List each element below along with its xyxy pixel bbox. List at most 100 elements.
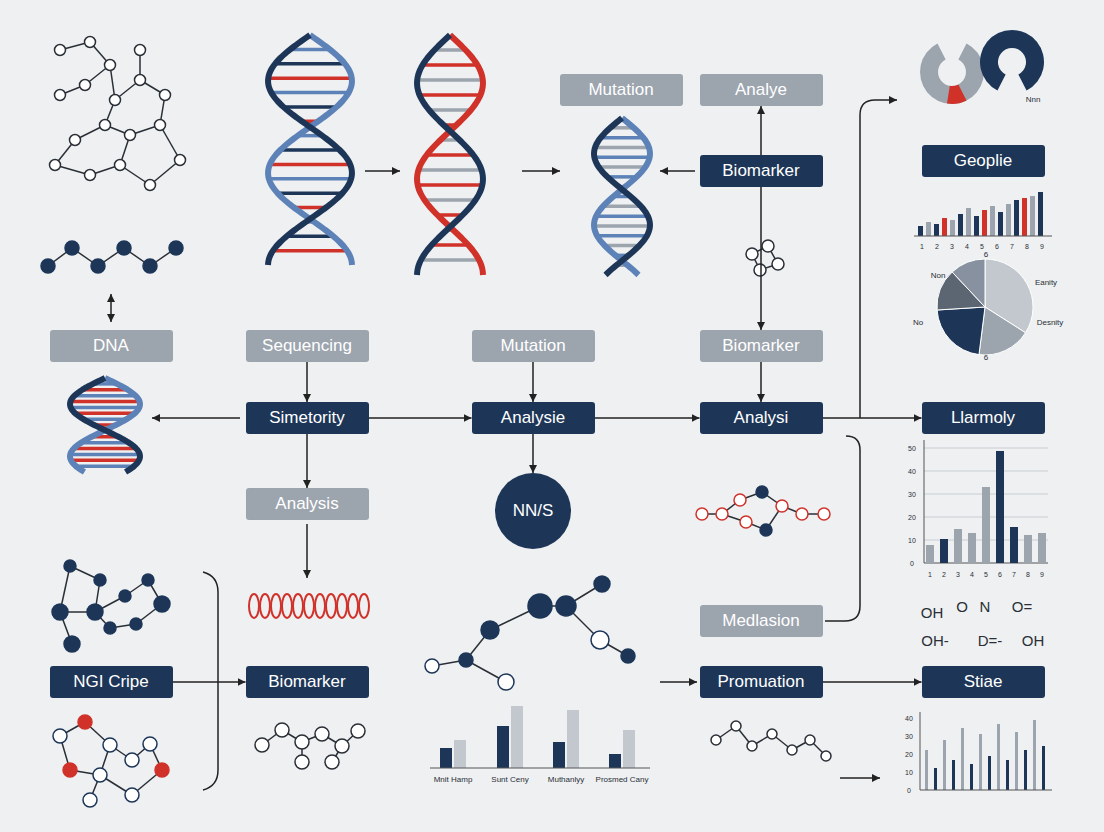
- illustration-group: [41, 30, 1052, 807]
- chart-label: No: [913, 319, 923, 327]
- bar-chart: [926, 451, 1046, 563]
- process-box: NGI Cripe: [50, 666, 173, 698]
- atom: [85, 37, 96, 48]
- bar: [553, 742, 565, 768]
- atom: [110, 95, 121, 106]
- base-pair: [594, 224, 650, 228]
- atom: [696, 508, 708, 520]
- base-pair: [429, 108, 471, 112]
- node-text: Biomarker: [722, 336, 799, 356]
- bar: [950, 220, 955, 236]
- atom: [85, 170, 96, 181]
- molecule: [696, 486, 830, 536]
- step-label: DNA: [50, 330, 173, 362]
- base-pair: [421, 258, 479, 262]
- atom: [104, 622, 116, 634]
- base-pair: [599, 165, 646, 169]
- bar: [979, 734, 982, 790]
- process-box: Promuation: [700, 666, 823, 698]
- bar: [940, 539, 948, 563]
- atom: [740, 516, 752, 528]
- axis: [924, 440, 925, 563]
- bar: [954, 529, 962, 563]
- bar: [1015, 732, 1018, 790]
- node-text: NN/S: [513, 501, 554, 521]
- bar: [982, 210, 987, 236]
- chart-label: 3: [956, 571, 960, 578]
- arrow: [522, 170, 560, 172]
- pie-chart: [937, 259, 1033, 355]
- atom: [821, 751, 831, 761]
- atom: [805, 735, 815, 745]
- atom: [772, 258, 784, 270]
- atom: [591, 631, 609, 649]
- bar: [943, 740, 946, 790]
- icon-arc: [920, 43, 984, 104]
- atom: [731, 721, 741, 731]
- node-text: DNA: [93, 336, 129, 356]
- atom: [155, 763, 169, 777]
- axis: [914, 236, 1052, 237]
- chain-loop: [260, 594, 270, 618]
- process-box: Simetority: [246, 402, 369, 434]
- atom: [143, 737, 157, 751]
- atom: [83, 793, 97, 807]
- atom: [53, 729, 67, 743]
- atom: [481, 621, 499, 639]
- arrow: [152, 417, 240, 419]
- atom: [425, 659, 439, 673]
- molecule: [425, 576, 635, 690]
- dna-helix: [417, 35, 483, 275]
- atom: [756, 486, 768, 498]
- icon-arc: [947, 84, 967, 104]
- atom: [169, 241, 183, 255]
- atom: [125, 788, 139, 802]
- atom: [93, 768, 107, 782]
- atom: [754, 264, 766, 276]
- base-pair: [280, 148, 339, 152]
- chart-label: 0: [907, 787, 911, 794]
- molecule: [50, 37, 186, 191]
- molecule: [711, 721, 831, 761]
- node-text: Mutation: [588, 80, 653, 100]
- step-label: Analye: [700, 74, 823, 106]
- chain-loop: [359, 594, 369, 618]
- bar: [970, 764, 973, 790]
- base-pair: [70, 400, 139, 404]
- atom: [80, 80, 91, 91]
- connector-arrow: [173, 681, 246, 683]
- formula-text: O=: [1012, 599, 1032, 614]
- base-pair: [596, 214, 648, 218]
- node-text: Simetority: [269, 408, 345, 428]
- bar: [1042, 746, 1045, 790]
- chart-label: 30: [908, 491, 916, 498]
- process-box: Biomarker: [700, 155, 823, 187]
- atom: [818, 508, 830, 520]
- chart-label: 6: [984, 251, 988, 259]
- node-text: Analye: [735, 80, 787, 100]
- atom: [760, 524, 772, 536]
- atom: [125, 753, 139, 767]
- atom: [155, 120, 166, 131]
- helix-strand: [268, 35, 352, 265]
- chart-label: 2: [935, 243, 939, 250]
- dna-helix: [268, 35, 352, 265]
- base-pair: [418, 183, 483, 187]
- pie-slice: [952, 259, 985, 307]
- pie-slice: [979, 307, 1026, 355]
- bar: [497, 726, 509, 768]
- axis: [920, 712, 921, 790]
- node-text: Biomarker: [722, 161, 799, 181]
- atom: [796, 508, 808, 520]
- atom: [55, 45, 66, 56]
- atom: [315, 727, 329, 741]
- bar-chart: [920, 712, 1052, 790]
- step-label: Medlasion: [700, 605, 823, 637]
- arrow: [365, 170, 400, 172]
- connector-arrow: [760, 187, 762, 330]
- atom: [325, 755, 339, 769]
- chart-label: 20: [905, 751, 913, 758]
- chart-label: 7: [1010, 243, 1014, 250]
- process-box: Llarmoly: [922, 402, 1045, 434]
